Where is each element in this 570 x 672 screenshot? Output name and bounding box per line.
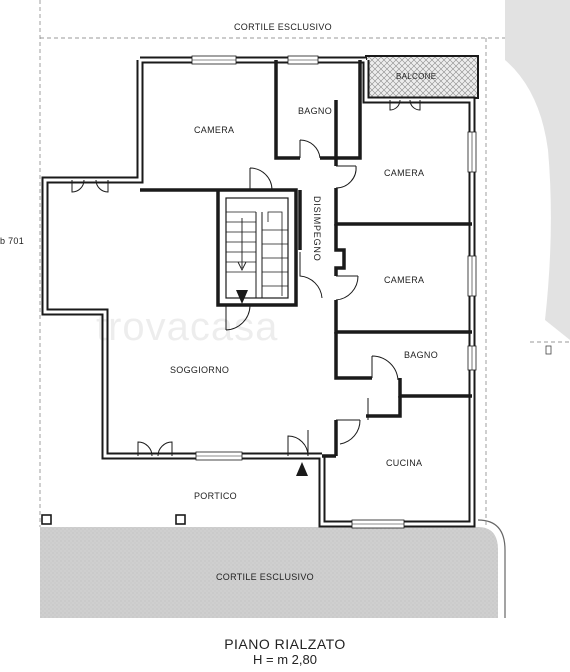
courtyard-top-label: CORTILE ESCLUSIVO (234, 22, 332, 32)
entry-arrow-icon (296, 462, 308, 476)
corridor-label: DISIMPEGNO (312, 196, 322, 262)
stair-arrow-icon (236, 290, 248, 304)
terrain-shading (505, 0, 570, 340)
bathroom-top-label: BAGNO (298, 106, 333, 116)
balcony-label: BALCONE (396, 72, 437, 81)
bedroom-left-label: CAMERA (194, 125, 235, 135)
interior-walls (140, 60, 472, 458)
porch-column (41, 514, 52, 525)
exterior-walls (41, 56, 476, 528)
floor-height: H = m 2,80 (253, 652, 317, 667)
boundary-marker (545, 345, 552, 355)
parcel-reference: b 701 (0, 236, 25, 246)
floor-title: PIANO RIALZATO (224, 636, 346, 652)
staircase (225, 197, 289, 299)
porch-column (175, 514, 186, 525)
living-room-label: SOGGIORNO (170, 365, 230, 375)
bedroom-right-mid-label: CAMERA (384, 275, 425, 285)
doors (71, 99, 421, 457)
courtyard-bottom-label: CORTILE ESCLUSIVO (216, 572, 314, 582)
bathroom-right-label: BAGNO (404, 350, 439, 360)
porch-label: PORTICO (194, 491, 237, 501)
balcony-floor (365, 55, 479, 99)
bedroom-right-top-label: CAMERA (384, 168, 425, 178)
kitchen-label: CUCINA (386, 458, 423, 468)
courtyard-bottom-area (40, 527, 498, 618)
watermark: trovacasa (96, 305, 279, 349)
windows (191, 55, 477, 529)
courtyard-curb (477, 519, 506, 618)
